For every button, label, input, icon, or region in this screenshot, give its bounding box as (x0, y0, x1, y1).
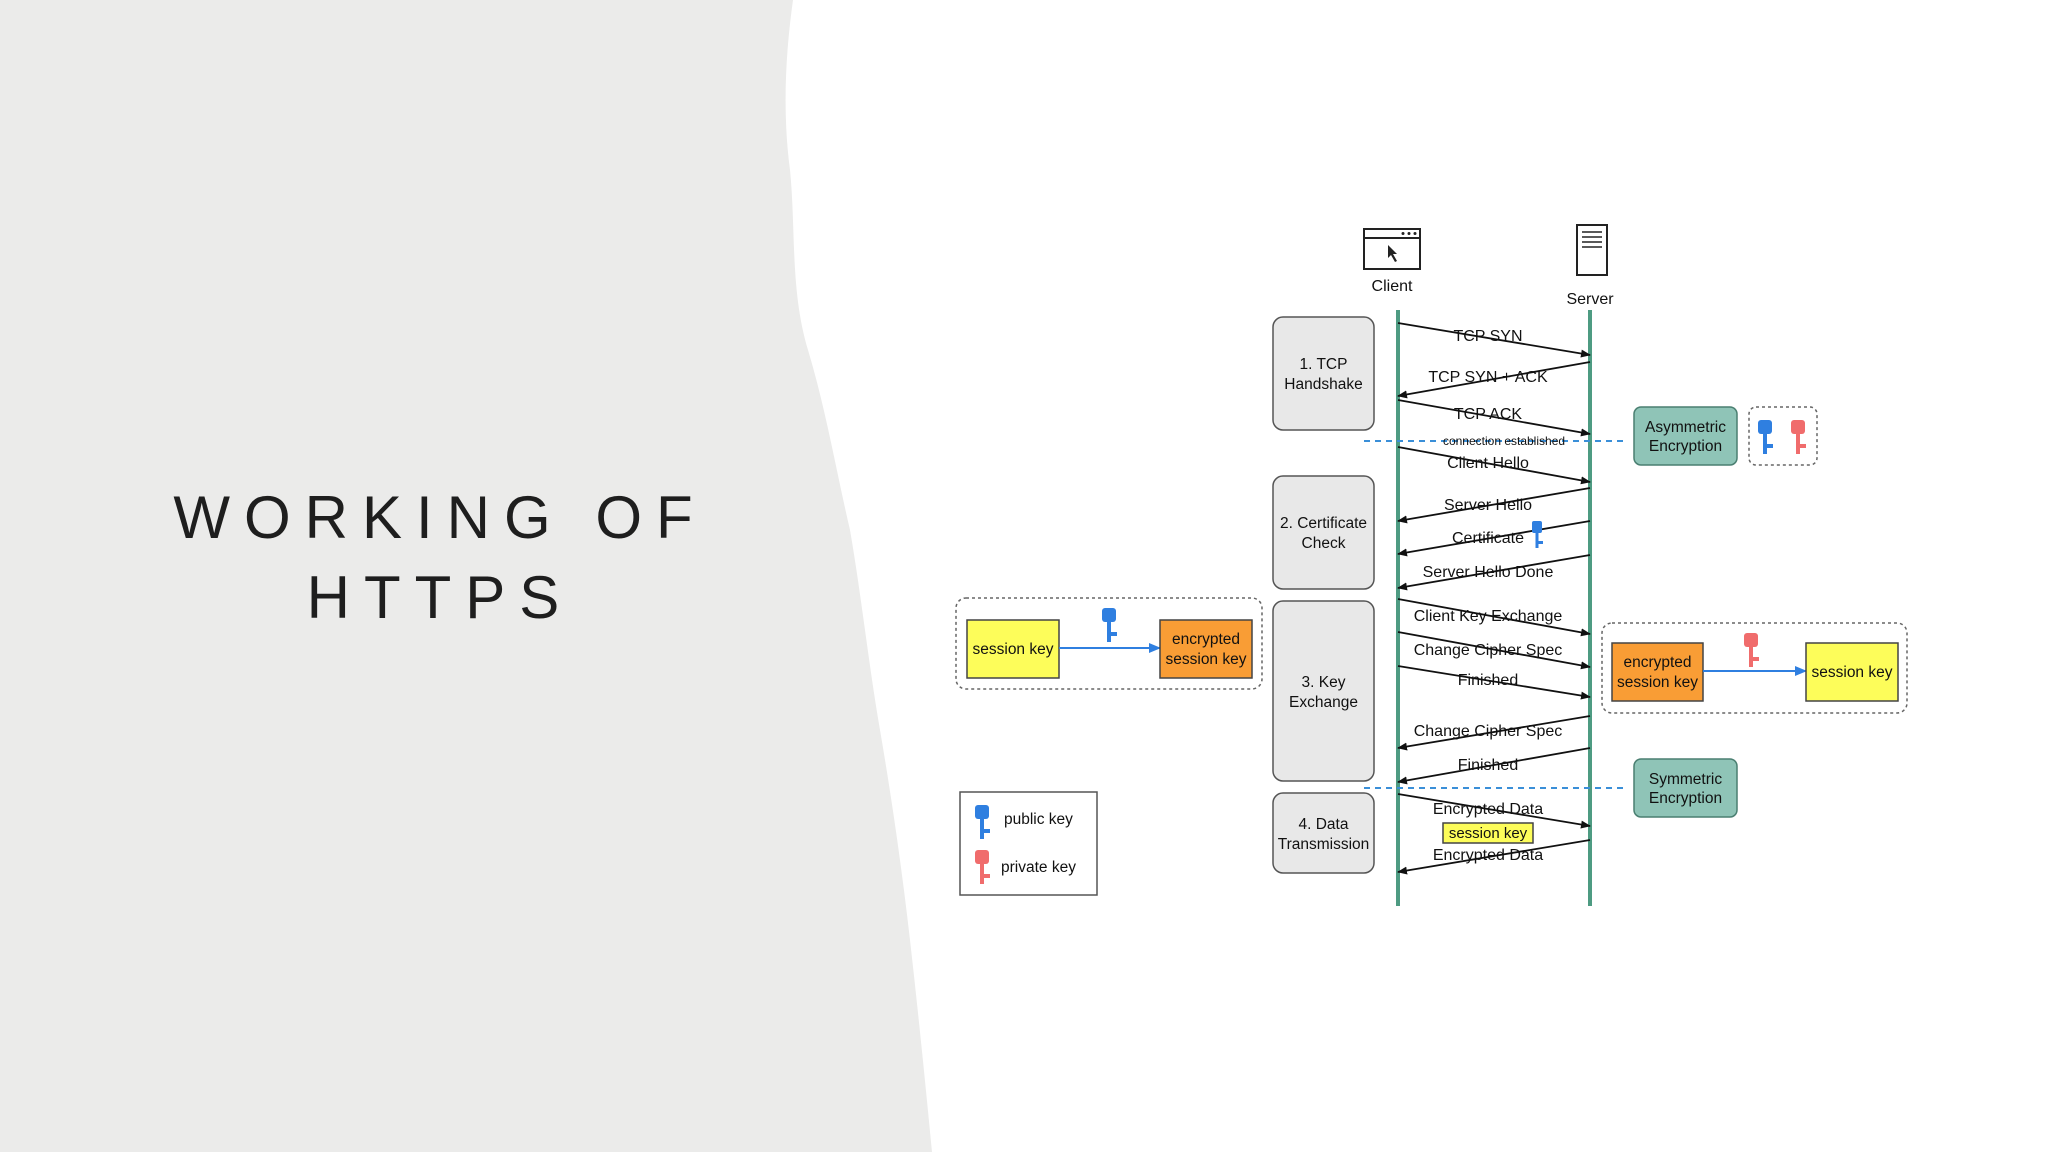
message-tcp-ack: TCP ACK (1454, 406, 1523, 423)
message-tcp-ack-arrow (1397, 399, 1591, 437)
svg-text:session key: session key (1617, 674, 1698, 691)
svg-text:Encryption: Encryption (1649, 438, 1722, 455)
private-key-icon (1791, 420, 1806, 454)
svg-text:session key: session key (1166, 651, 1247, 668)
svg-text:session key: session key (1449, 825, 1528, 842)
message-client-hello: Client Hello (1447, 455, 1529, 472)
svg-text:Asymmetric: Asymmetric (1645, 419, 1726, 436)
message-encrypted-data-1-arrow (1397, 793, 1591, 829)
svg-text:1. TCP: 1. TCP (1300, 356, 1348, 373)
phase-tcp-handshake: 1. TCP Handshake (1272, 316, 1375, 431)
message-server-hello-done-arrow (1397, 554, 1591, 591)
slide-title: WORKING OF HTTPS (120, 478, 760, 638)
message-server-hello-done: Server Hello Done (1423, 564, 1554, 581)
message-change-cipher-spec-2-arrow (1397, 715, 1591, 751)
public-key-icon (1758, 420, 1773, 454)
phase-certificate-check: 2. Certificate Check (1272, 475, 1375, 590)
server-encrypted-session-key-box: encrypted session key (1611, 642, 1704, 702)
message-change-cipher-spec-2: Change Cipher Spec (1414, 723, 1563, 740)
message-client-key-exchange-arrow (1397, 598, 1591, 637)
server-decrypt-private-key-icon (1744, 633, 1759, 667)
slide-title-line-1: WORKING OF (173, 484, 707, 551)
session-key-tag: session key (1442, 822, 1534, 844)
asymmetric-encryption-box: Asymmetric Encryption (1633, 406, 1738, 466)
server-icon (1576, 224, 1608, 276)
legend-public-key-icon (975, 805, 990, 839)
message-change-cipher-spec-1-arrow (1397, 631, 1591, 670)
message-tcp-syn-arrow (1397, 322, 1591, 358)
message-finished-1-arrow (1397, 665, 1591, 700)
message-encrypted-data-2: Encrypted Data (1433, 847, 1543, 864)
message-finished-2: Finished (1458, 757, 1518, 774)
message-finished-2-arrow (1397, 747, 1591, 785)
client-session-key-box: session key (966, 619, 1060, 679)
message-encrypted-data-2-arrow (1397, 839, 1591, 875)
phase-key-exchange: 3. Key Exchange (1272, 600, 1375, 782)
key-pair-group (1748, 406, 1818, 466)
svg-text:encrypted: encrypted (1172, 631, 1240, 648)
phase-data-transmission: 4. Data Transmission (1272, 792, 1375, 874)
svg-text:Transmission: Transmission (1278, 836, 1370, 853)
server-label: Server (1566, 291, 1614, 308)
svg-text:Check: Check (1302, 535, 1346, 552)
message-client-hello-arrow (1397, 446, 1591, 485)
message-finished-1: Finished (1458, 672, 1518, 689)
client-encryption-group (955, 597, 1263, 690)
server-session-key-box: session key (1805, 642, 1899, 702)
svg-text:session key: session key (1812, 664, 1893, 681)
message-certificate: Certificate (1452, 530, 1524, 547)
message-server-hello-arrow (1397, 487, 1591, 524)
legend-public-key-label: public key (1004, 811, 1073, 828)
message-encrypted-data-1: Encrypted Data (1433, 801, 1543, 818)
legend-private-key-label: private key (1001, 859, 1076, 876)
connection-established-label: connection established (1443, 434, 1565, 448)
svg-text:2. Certificate: 2. Certificate (1280, 515, 1367, 532)
svg-text:4. Data: 4. Data (1299, 816, 1349, 833)
browser-window-icon (1363, 228, 1421, 270)
client-encrypt-public-key-icon (1102, 608, 1117, 642)
svg-text:Handshake: Handshake (1284, 376, 1362, 393)
certificate-public-key-icon (1532, 521, 1543, 548)
key-legend: public key private key (959, 791, 1098, 896)
svg-text:Exchange: Exchange (1289, 694, 1358, 711)
svg-text:Symmetric: Symmetric (1649, 771, 1722, 788)
message-client-key-exchange: Client Key Exchange (1414, 608, 1563, 625)
server-decryption-group (1601, 622, 1908, 714)
message-server-hello: Server Hello (1444, 497, 1532, 514)
message-certificate-arrow (1397, 520, 1591, 557)
svg-text:Encryption: Encryption (1649, 790, 1722, 807)
message-change-cipher-spec-1: Change Cipher Spec (1414, 642, 1563, 659)
svg-text:encrypted: encrypted (1623, 654, 1691, 671)
message-tcp-syn: TCP SYN (1453, 328, 1522, 345)
client-label: Client (1372, 278, 1413, 295)
slide-title-line-2: HTTPS (306, 564, 574, 631)
message-tcp-syn-ack: TCP SYN + ACK (1428, 369, 1548, 386)
client-encrypted-session-key-box: encrypted session key (1159, 619, 1253, 679)
message-tcp-syn-ack-arrow (1397, 361, 1591, 399)
svg-text:3. Key: 3. Key (1302, 674, 1346, 691)
legend-private-key-icon (975, 850, 990, 884)
symmetric-encryption-box: Symmetric Encryption (1633, 758, 1738, 818)
svg-text:session key: session key (973, 641, 1054, 658)
